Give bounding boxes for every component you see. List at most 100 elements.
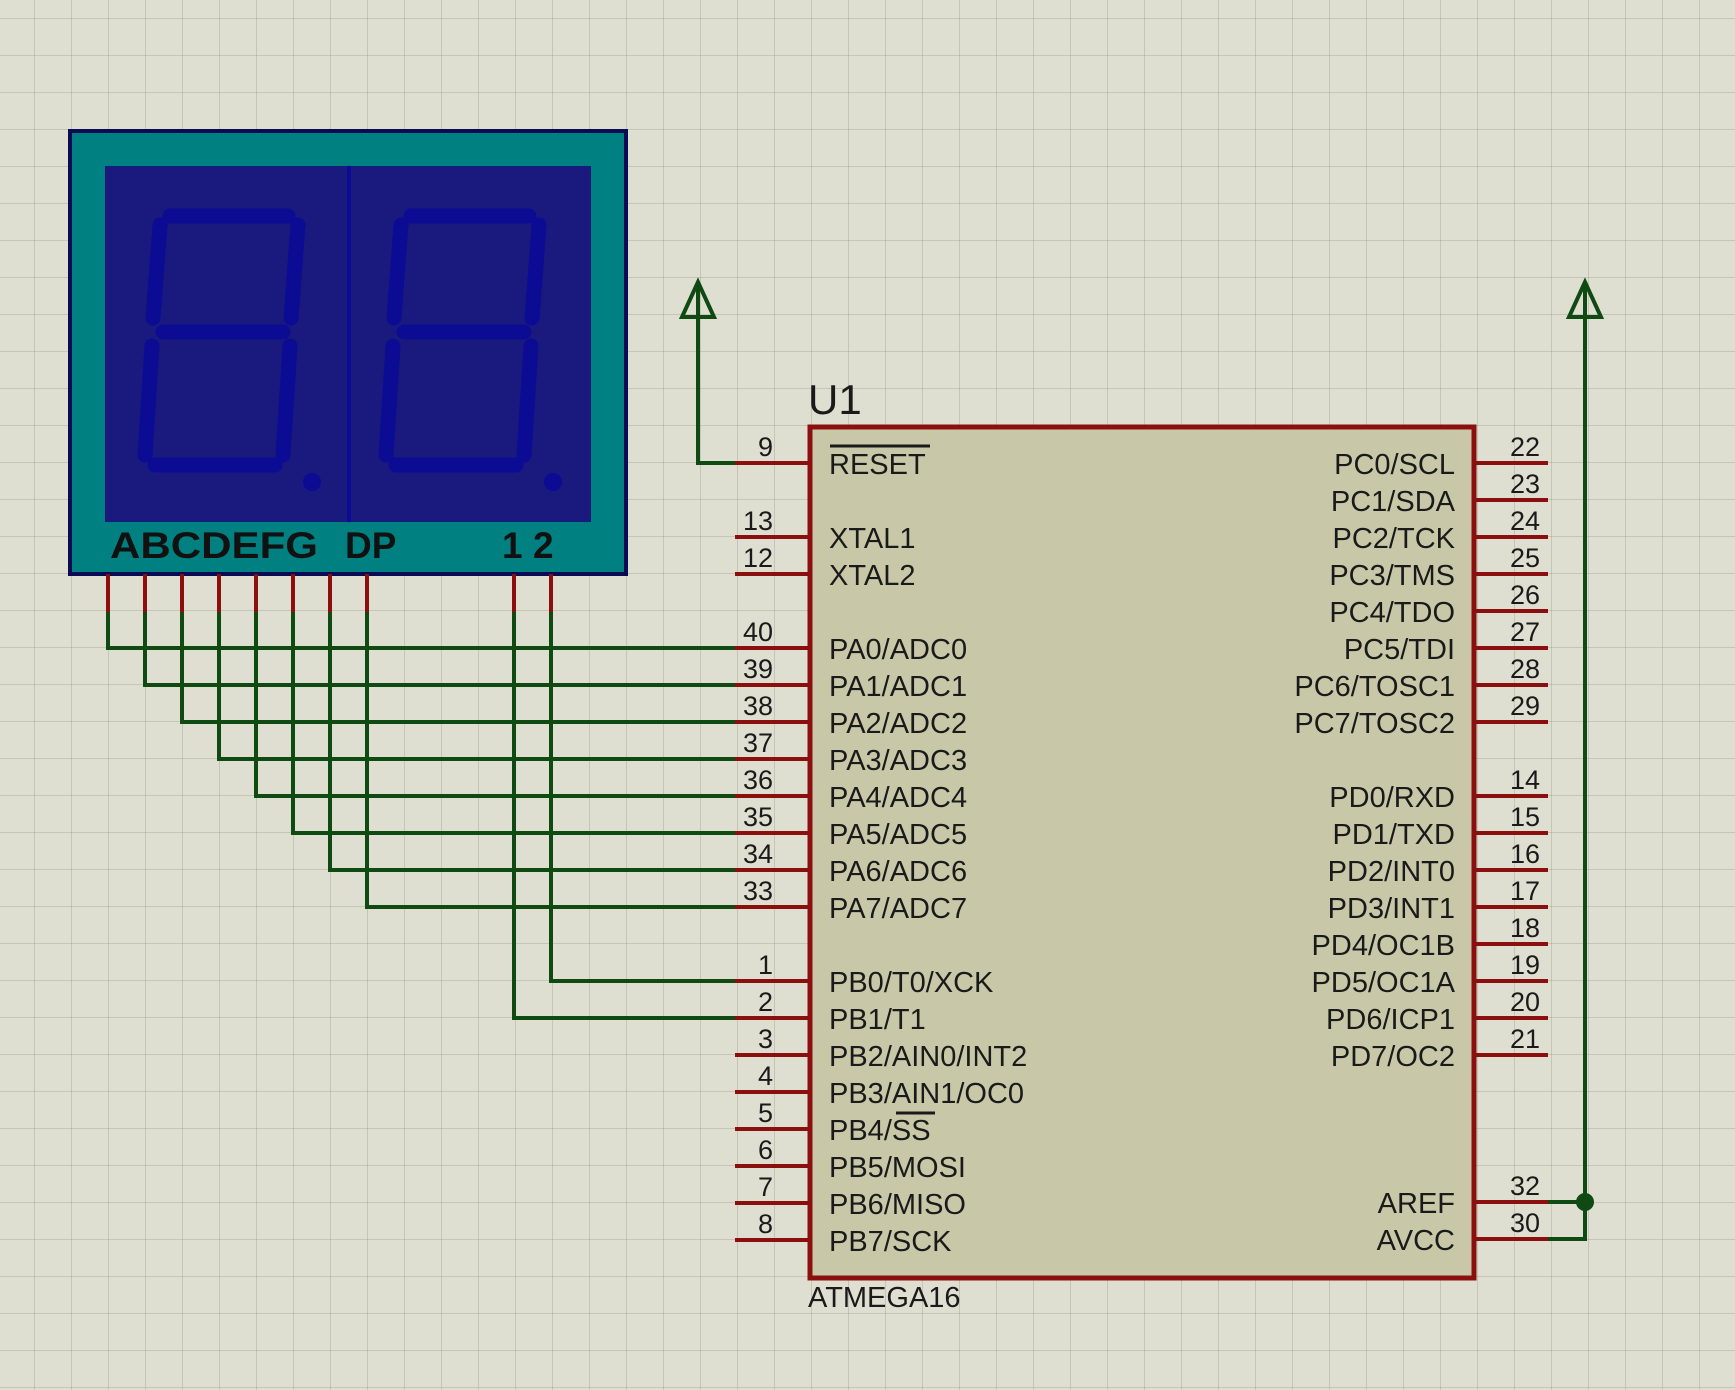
wire-seg-a: [106, 612, 735, 650]
pin-name: PA6/ADC6: [829, 856, 967, 888]
wire-seg-g: [328, 612, 735, 872]
pin-number: 1: [758, 950, 773, 980]
pin-number: 6: [758, 1135, 773, 1165]
pin-number: 3: [758, 1024, 773, 1054]
pin-number: 23: [1510, 469, 1540, 499]
display-label-segments: ABCDEFG: [110, 525, 318, 566]
pin-name: PA0/ADC0: [829, 634, 967, 666]
pin-number: 37: [743, 728, 773, 758]
pin-number: 17: [1510, 876, 1540, 906]
pin-name: PD4/OC1B: [1312, 930, 1455, 962]
pin-number: 19: [1510, 950, 1540, 980]
pin-number: 24: [1510, 506, 1540, 536]
pin-name: RESET: [829, 449, 926, 481]
wires: [106, 284, 1587, 1241]
power-terminal-aref[interactable]: [1565, 277, 1605, 319]
pin-name: PD2/INT0: [1328, 856, 1455, 888]
pin-name: PA5/ADC5: [829, 819, 967, 851]
pin-number: 7: [758, 1172, 773, 1202]
pin-number: 28: [1510, 654, 1540, 684]
pin-number: 2: [758, 987, 773, 1017]
pin-name: PA2/ADC2: [829, 708, 967, 740]
pin-name: PC4/TDO: [1329, 597, 1455, 629]
pin-name: PA1/ADC1: [829, 671, 967, 703]
pin-number: 33: [743, 876, 773, 906]
pin-number: 32: [1510, 1171, 1540, 1201]
chip-atmega16[interactable]: U1 ATMEGA16 9RESET13XTAL112XTAL240PA0/AD…: [735, 376, 1548, 1314]
power-terminal-reset[interactable]: [678, 277, 718, 319]
pin-name: PD1/TXD: [1333, 819, 1455, 851]
wire-aref-avcc-power: [1548, 284, 1587, 1204]
wire-seg-f: [291, 612, 735, 835]
display-label-dp: DP: [345, 525, 396, 566]
pin-name: PC3/TMS: [1329, 560, 1455, 592]
pin-name: PB5/MOSI: [829, 1152, 966, 1184]
junction-dot: [1576, 1193, 1594, 1211]
digit-1: [137, 208, 321, 491]
display-pins: [106, 574, 553, 612]
wire-reset-power: [696, 284, 735, 465]
pin-name: PA4/ADC4: [829, 782, 967, 814]
wire-seg-dp: [365, 612, 735, 909]
chip-right-pins: 22PC0/SCL23PC1/SDA24PC2/TCK25PC3/TMS26PC…: [1294, 432, 1548, 1257]
pin-number: 9: [758, 432, 773, 462]
pin-number: 26: [1510, 580, 1540, 610]
pin-number: 25: [1510, 543, 1540, 573]
pin-name: PB4/SS: [829, 1115, 931, 1147]
pin-number: 8: [758, 1209, 773, 1239]
pin-number: 36: [743, 765, 773, 795]
digit-2-segment-e: [378, 338, 401, 463]
pin-name: PC0/SCL: [1334, 449, 1455, 481]
pin-name: PA3/ADC3: [829, 745, 967, 777]
pin-number: 29: [1510, 691, 1540, 721]
pin-name: PC1/SDA: [1331, 486, 1456, 518]
pin-name: PC5/TDI: [1344, 634, 1455, 666]
pin-name: AVCC: [1377, 1225, 1455, 1257]
seven-segment-display[interactable]: ABCDEFG DP 1 2: [68, 129, 628, 576]
pin-name: PB2/AIN0/INT2: [829, 1041, 1027, 1073]
pin-name: PA7/ADC7: [829, 893, 967, 925]
display-label-digit-2: 2: [533, 525, 554, 566]
pin-name: PD5/OC1A: [1312, 967, 1456, 999]
pin-number: 21: [1510, 1024, 1540, 1054]
pin-number: 27: [1510, 617, 1540, 647]
